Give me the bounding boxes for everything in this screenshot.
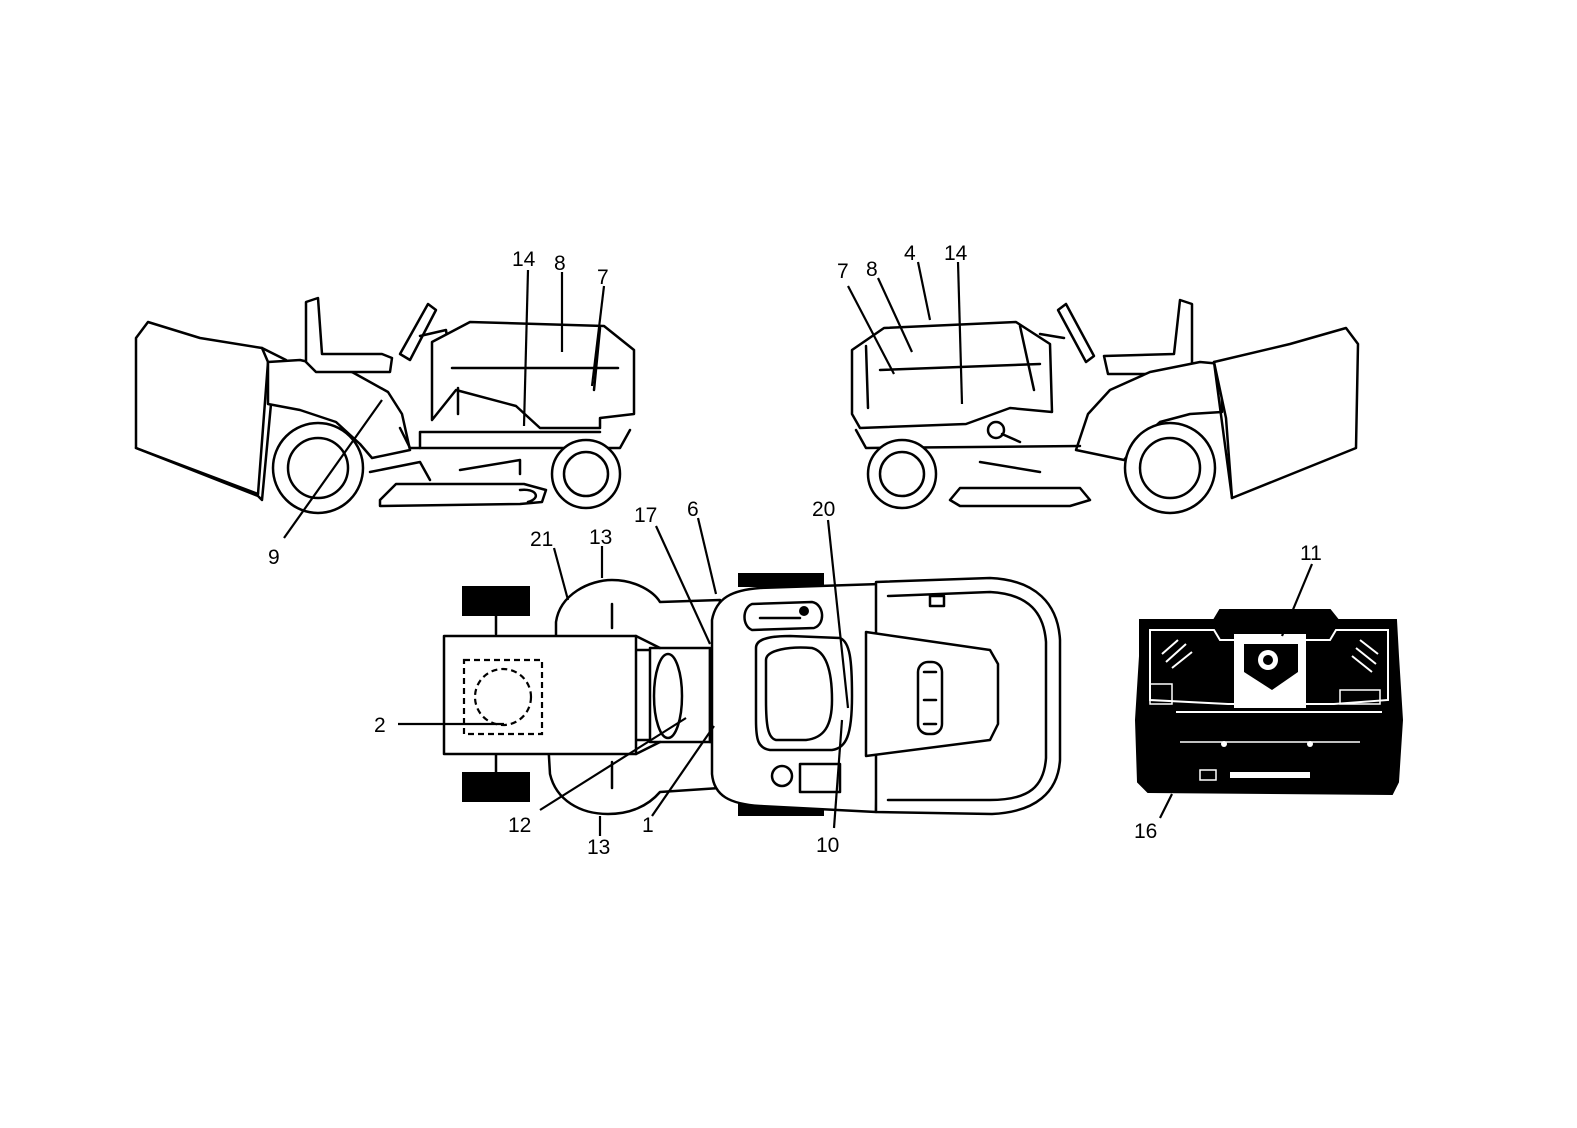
callout-13-top: 13 <box>589 526 612 549</box>
tractor-side-view-right <box>850 298 1360 515</box>
callout-10: 10 <box>816 834 839 857</box>
callout-7-right: 7 <box>837 260 849 283</box>
seat-top <box>652 652 684 740</box>
callout-13-bottom: 13 <box>587 836 610 859</box>
grass-collector-top <box>442 634 638 756</box>
hood-right <box>850 320 1054 430</box>
callout-8-right: 8 <box>866 258 878 281</box>
callout-20: 20 <box>812 498 835 521</box>
callout-12: 12 <box>508 814 531 837</box>
callout-1: 1 <box>642 814 654 837</box>
callout-14-right: 14 <box>944 242 968 265</box>
rear-tyre-bottom <box>462 772 530 802</box>
tractor-top-view <box>442 573 1062 816</box>
callout-2: 2 <box>374 714 386 737</box>
seat-left <box>304 296 394 374</box>
dashboard-panel <box>1134 609 1404 796</box>
seat-right <box>1102 298 1194 376</box>
mower-deck-right <box>948 486 1092 508</box>
tractor-side-view-left <box>134 296 636 515</box>
rear-tyre-top <box>462 586 530 616</box>
grass-collector-right <box>1212 326 1360 500</box>
callout-7-left: 7 <box>597 266 609 289</box>
leader-lines <box>283 261 1314 836</box>
mower-deck-left <box>378 482 548 508</box>
callout-4: 4 <box>904 242 916 265</box>
callout-17: 17 <box>634 504 657 527</box>
callout-21: 21 <box>530 528 553 551</box>
steering-wheel-left <box>398 302 438 362</box>
callout-6: 6 <box>687 498 699 521</box>
callout-labels: 14 8 7 9 7 8 4 14 21 13 17 6 20 2 12 13 … <box>268 242 1322 859</box>
callout-8-left: 8 <box>554 252 566 275</box>
fender-bottom <box>546 738 722 816</box>
callout-11: 11 <box>1300 542 1322 565</box>
callout-9: 9 <box>268 546 280 569</box>
callout-14-left: 14 <box>512 248 536 271</box>
callout-16: 16 <box>1134 820 1157 843</box>
steering-wheel-right <box>1056 302 1096 364</box>
hood-left <box>430 320 636 430</box>
